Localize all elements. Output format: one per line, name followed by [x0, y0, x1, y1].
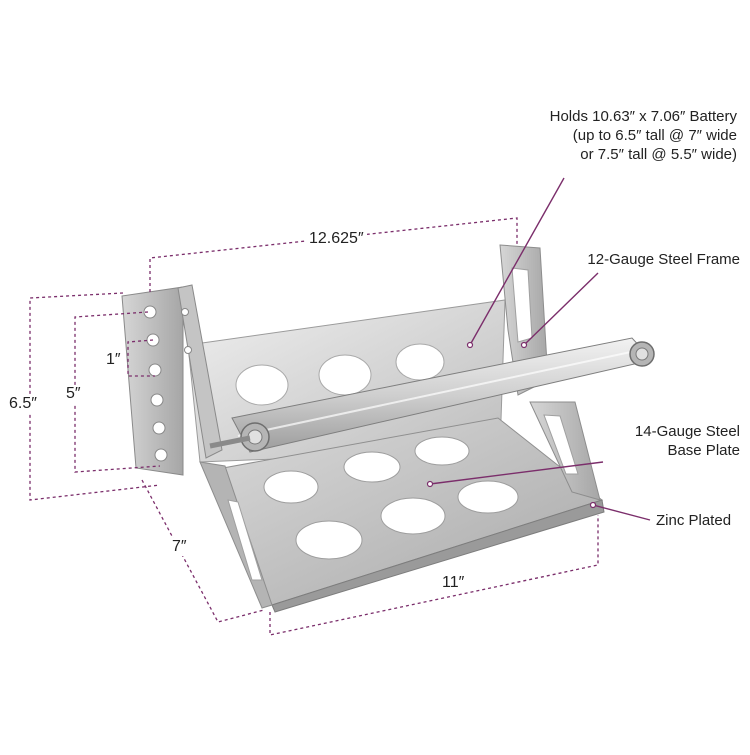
- length-dimension-label: 12.625″: [306, 230, 367, 248]
- callout-leaders: [429, 177, 651, 521]
- width-dimension-label: 11″: [440, 574, 467, 592]
- left-upright-plate: [121, 286, 184, 476]
- finish-callout: Zinc Plated: [656, 512, 732, 529]
- base-plate-holes: [263, 436, 519, 560]
- base-callout-line2: Base Plate: [667, 442, 740, 459]
- callout-dots: [426, 341, 597, 509]
- flange-holes: [181, 308, 192, 354]
- hole-span-dimension-label: 5″: [64, 385, 83, 403]
- height-dimension-label: 6.5″: [7, 395, 39, 413]
- base-callout-line1: 14-Gauge Steel: [634, 423, 740, 440]
- j-bolt-rod: [209, 435, 251, 449]
- hole-pitch-dimension-label: 1″: [104, 351, 123, 369]
- battery-callout-line2: (up to 6.5″ tall @ 7″ wide: [572, 127, 737, 144]
- battery-callout-line1: Holds 10.63″ x 7.06″ Battery: [549, 108, 737, 125]
- base-plate-callout: 14-Gauge Steel Base Plate: [598, 422, 740, 460]
- back-wall-holes: [235, 343, 445, 406]
- depth-dimension-label: 7″: [170, 538, 189, 556]
- left-upright-holes: [143, 305, 168, 462]
- right-bracket-slot: [543, 414, 579, 475]
- frame-callout: 12-Gauge Steel Frame: [587, 251, 740, 268]
- battery-callout-line3: or 7.5″ tall @ 5.5″ wide): [580, 146, 737, 163]
- battery-size-callout: Holds 10.63″ x 7.06″ Battery (up to 6.5″…: [492, 107, 737, 164]
- left-upright-flange: [177, 284, 223, 459]
- left-bracket-slot: [227, 499, 263, 581]
- bar-nut-right: [629, 341, 655, 367]
- base-plate-front-lip: [271, 499, 605, 613]
